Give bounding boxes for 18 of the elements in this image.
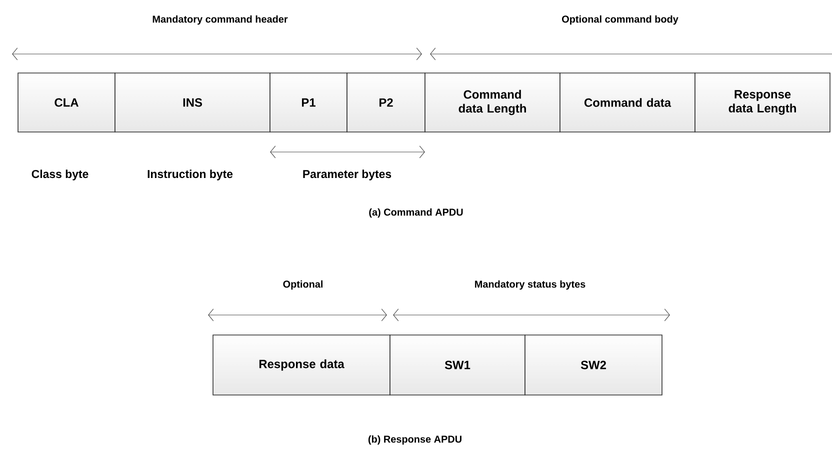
field-cell: SW2: [524, 334, 662, 396]
field-label: Parameter bytes: [303, 170, 392, 180]
field-cell: Response data: [212, 334, 390, 396]
field-label: Class byte: [32, 170, 88, 180]
field-label: Instruction byte: [148, 170, 233, 180]
field-cell: P2: [346, 72, 426, 132]
dim-heading: Mandatory status bytes: [475, 280, 586, 290]
dim-heading: Optional: [283, 280, 322, 290]
caption: (b) Response APDU: [368, 435, 462, 445]
field-cell: SW1: [390, 334, 526, 396]
field-cell: Command data: [560, 72, 696, 132]
field-cell: CLA: [18, 72, 116, 132]
caption: (a) Command APDU: [369, 208, 463, 218]
field-cell: Command data Length: [424, 72, 560, 132]
field-cell: P1: [270, 72, 348, 132]
field-cell: Response data Length: [694, 72, 830, 132]
dim-heading: Optional command body: [562, 15, 678, 25]
dim-heading: Mandatory command header: [152, 15, 288, 25]
